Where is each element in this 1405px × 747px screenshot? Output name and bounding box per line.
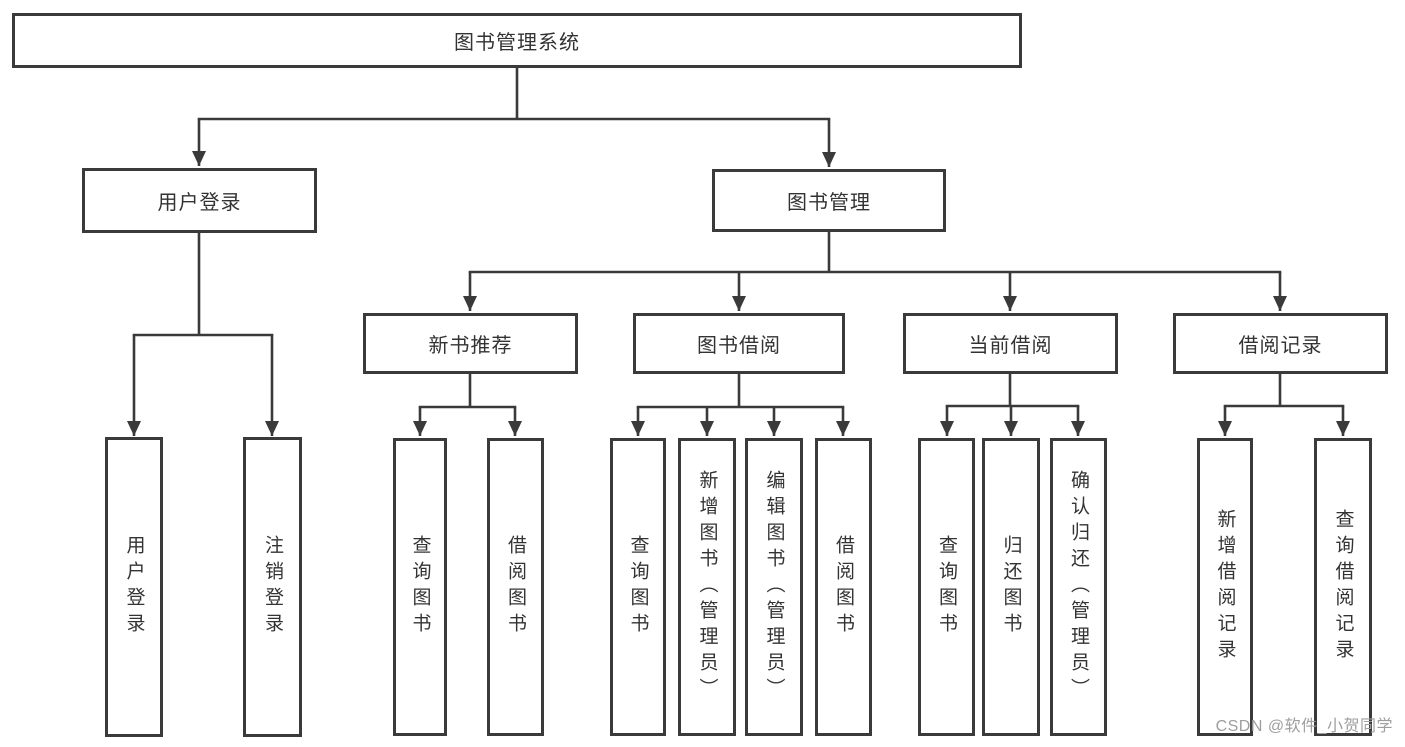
leaf-return-book-label: 归还图书 bbox=[1000, 535, 1022, 639]
leaf-query-books-recommend: 查询图书 bbox=[393, 438, 447, 736]
leaf-confirm-return-admin-label: 确认归还（管理员） bbox=[1068, 470, 1089, 704]
leaf-borrow-books-recommend-label: 借阅图书 bbox=[505, 535, 526, 639]
node-borrowing-records: 借阅记录 bbox=[1173, 313, 1388, 374]
leaf-add-borrow-record: 新增借阅记录 bbox=[1197, 438, 1253, 736]
node-book-borrowing: 图书借阅 bbox=[633, 313, 845, 374]
leaf-query-books-recommend-label: 查询图书 bbox=[409, 535, 431, 639]
leaf-user-login-label: 用户登录 bbox=[123, 535, 145, 639]
node-book-management: 图书管理 bbox=[712, 169, 946, 232]
leaf-query-borrow-record-label: 查询借阅记录 bbox=[1332, 509, 1354, 665]
csdn-watermark: CSDN @软件_小贺同学 bbox=[1215, 718, 1393, 735]
leaf-query-borrow-record: 查询借阅记录 bbox=[1314, 438, 1372, 736]
leaf-logout-label: 注销登录 bbox=[262, 535, 283, 639]
leaf-borrow-books-recommend: 借阅图书 bbox=[487, 438, 544, 736]
leaf-logout: 注销登录 bbox=[243, 437, 302, 737]
leaf-query-books-current: 查询图书 bbox=[918, 438, 975, 736]
node-root-library-system: 图书管理系统 bbox=[12, 13, 1022, 68]
leaf-add-book-admin-label: 新增图书（管理员） bbox=[696, 470, 718, 704]
leaf-borrow-books-borrowing-label: 借阅图书 bbox=[833, 535, 854, 639]
node-current-borrowing-label: 当前借阅 bbox=[968, 335, 1053, 357]
node-user-login-label: 用户登录 bbox=[157, 192, 242, 214]
node-new-book-recommend: 新书推荐 bbox=[363, 313, 578, 374]
node-borrowing-records-label: 借阅记录 bbox=[1238, 335, 1323, 357]
leaf-confirm-return-admin: 确认归还（管理员） bbox=[1050, 438, 1107, 736]
leaf-query-books-current-label: 查询图书 bbox=[936, 535, 957, 639]
leaf-add-book-admin: 新增图书（管理员） bbox=[678, 438, 736, 736]
leaf-user-login: 用户登录 bbox=[105, 437, 163, 737]
leaf-return-book: 归还图书 bbox=[982, 438, 1040, 736]
leaf-query-books-borrowing-label: 查询图书 bbox=[627, 535, 649, 639]
leaf-edit-book-admin: 编辑图书（管理员） bbox=[745, 438, 803, 736]
node-book-management-label: 图书管理 bbox=[787, 192, 871, 214]
node-user-login: 用户登录 bbox=[82, 168, 317, 233]
leaf-edit-book-admin-label: 编辑图书（管理员） bbox=[763, 470, 785, 704]
leaf-borrow-books-borrowing: 借阅图书 bbox=[815, 438, 872, 736]
node-book-borrowing-label: 图书借阅 bbox=[697, 335, 781, 357]
node-current-borrowing: 当前借阅 bbox=[903, 313, 1118, 374]
node-new-book-recommend-label: 新书推荐 bbox=[428, 335, 513, 357]
node-root-label: 图书管理系统 bbox=[454, 32, 580, 54]
leaf-add-borrow-record-label: 新增借阅记录 bbox=[1214, 509, 1236, 665]
leaf-query-books-borrowing: 查询图书 bbox=[610, 438, 666, 736]
